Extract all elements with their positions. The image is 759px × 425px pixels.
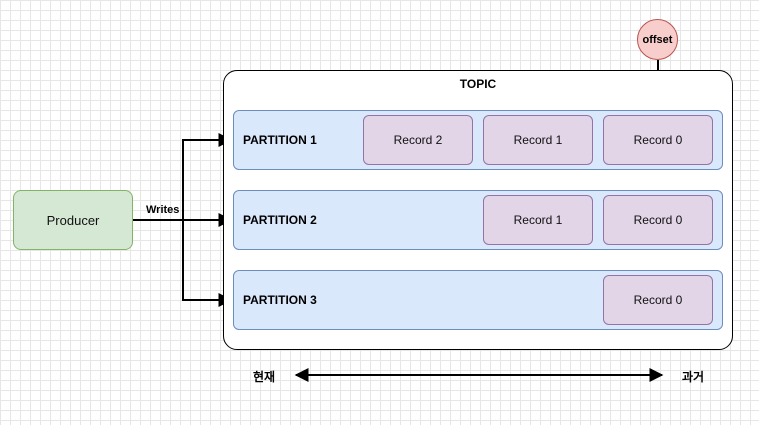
offset-node: offset (637, 19, 678, 60)
offset-label: offset (642, 33, 673, 46)
record-label: Record 0 (633, 293, 683, 307)
partition-3-record-0: Record 0 (603, 275, 713, 325)
partition-1-record-0: Record 0 (603, 115, 713, 165)
partition-2-label: PARTITION 2 (243, 213, 317, 227)
producer-label: Producer (46, 212, 100, 228)
record-label: Record 0 (633, 133, 683, 147)
record-label: Record 2 (393, 133, 443, 147)
edge-producer-partition-3 (133, 219, 233, 307)
record-label: Record 0 (633, 213, 683, 227)
partition-3-label: PARTITION 3 (243, 293, 317, 307)
partition-2-record-0: Record 0 (603, 195, 713, 245)
topic-title: TOPIC (459, 77, 497, 91)
record-label: Record 1 (513, 133, 563, 147)
timeline-right-label: 과거 (682, 370, 705, 384)
partition-1-label: PARTITION 1 (243, 133, 317, 147)
partition-2-record-1: Record 1 (483, 195, 593, 245)
partition-1-record-2: Record 2 (363, 115, 473, 165)
timeline-left-label: 현재 (253, 370, 276, 384)
producer-node: Producer (13, 190, 133, 250)
partition-1-record-1: Record 1 (483, 115, 593, 165)
writes-edge-label: Writes (146, 204, 180, 216)
record-label: Record 1 (513, 213, 563, 227)
